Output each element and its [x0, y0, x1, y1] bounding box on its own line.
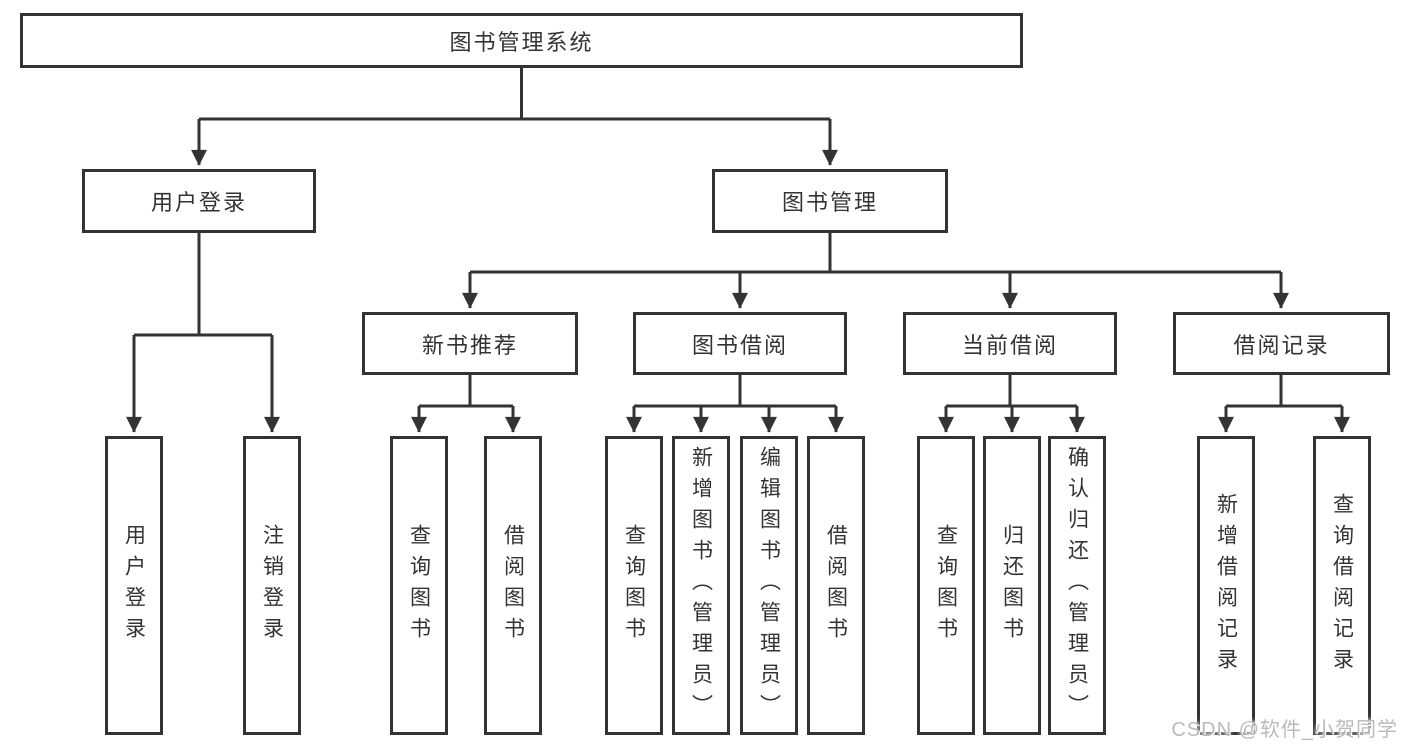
leaf-logout-login: 注销登录	[243, 436, 301, 735]
leaf-current-confirm-return-admin: 确认归还（管理员）	[1048, 436, 1106, 735]
node-user-login: 用户登录	[82, 169, 316, 233]
leaf-borrowing-borrow-books-label: 借阅图书	[824, 523, 848, 648]
leaf-user-login-label: 用户登录	[122, 523, 146, 648]
leaf-recommend-borrow-books-label: 借阅图书	[501, 523, 525, 648]
node-root: 图书管理系统	[20, 13, 1023, 68]
leaf-borrowing-edit-books-admin-label: 编辑图书（管理员）	[757, 446, 781, 725]
leaf-user-login: 用户登录	[105, 436, 163, 735]
node-book-borrowing-label: 图书借阅	[691, 332, 788, 358]
leaf-borrowing-add-books-admin: 新增图书（管理员）	[672, 436, 730, 735]
leaf-recommend-borrow-books: 借阅图书	[484, 436, 542, 735]
leaf-borrowing-borrow-books: 借阅图书	[807, 436, 865, 735]
leaf-recommend-query-books: 查询图书	[390, 436, 448, 735]
node-root-label: 图书管理系统	[449, 29, 594, 55]
leaf-borrowing-edit-books-admin: 编辑图书（管理员）	[740, 436, 798, 735]
node-borrowing-records-label: 借阅记录	[1233, 332, 1330, 358]
leaf-borrowing-query-books-label: 查询图书	[622, 523, 646, 648]
node-user-login-label: 用户登录	[150, 190, 247, 215]
leaf-logout-login-label: 注销登录	[260, 523, 284, 648]
leaf-recommend-query-books-label: 查询图书	[407, 523, 431, 648]
node-book-management-label: 图书管理	[781, 190, 878, 215]
node-book-management: 图书管理	[712, 169, 948, 233]
leaf-current-query-books: 查询图书	[917, 436, 975, 735]
leaf-records-add-borrow-record: 新增借阅记录	[1197, 436, 1255, 735]
leaf-records-query-borrow-record-label: 查询借阅记录	[1330, 492, 1354, 679]
node-current-borrowing: 当前借阅	[903, 312, 1117, 375]
csdn-watermark: CSDN @软件_小贺同学	[1171, 719, 1398, 741]
node-new-book-recommend-label: 新书推荐	[421, 332, 518, 358]
leaf-borrowing-add-books-admin-label: 新增图书（管理员）	[689, 446, 713, 725]
leaf-records-query-borrow-record: 查询借阅记录	[1313, 436, 1371, 735]
node-new-book-recommend: 新书推荐	[362, 312, 578, 375]
leaf-borrowing-query-books: 查询图书	[605, 436, 663, 735]
leaf-current-confirm-return-admin-label: 确认归还（管理员）	[1065, 446, 1089, 725]
node-book-borrowing: 图书借阅	[633, 312, 847, 375]
leaf-current-query-books-label: 查询图书	[934, 523, 958, 648]
node-borrowing-records: 借阅记录	[1173, 312, 1390, 375]
node-current-borrowing-label: 当前借阅	[961, 332, 1058, 358]
leaf-current-return-books-label: 归还图书	[1000, 523, 1024, 648]
leaf-current-return-books: 归还图书	[983, 436, 1041, 735]
leaf-records-add-borrow-record-label: 新增借阅记录	[1214, 492, 1238, 679]
